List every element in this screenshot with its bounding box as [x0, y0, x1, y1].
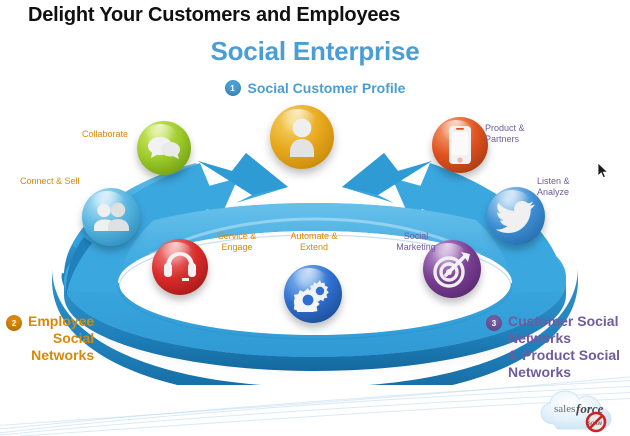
- customer-social-networks-text: Customer Social Networks & Product Socia…: [508, 313, 621, 380]
- social-enterprise-ring: [0, 95, 630, 385]
- mobile-phone-icon[interactable]: [432, 117, 488, 181]
- people-group-icon[interactable]: [82, 188, 140, 255]
- page-title: Delight Your Customers and Employees: [28, 4, 401, 26]
- employee-social-networks-text: Employee Social Networks: [28, 313, 95, 363]
- social-customer-profile-text: Social Customer Profile: [247, 80, 406, 96]
- label-product-and-partners: Product & Partners: [485, 123, 525, 144]
- badge-1: 1: [224, 80, 241, 96]
- person-profile-icon[interactable]: [270, 105, 334, 178]
- bottom-swoosh-decoration: [0, 376, 630, 436]
- no-software-badge: softw: [585, 411, 607, 433]
- label-automate-and-extend: Automate & Extend: [290, 231, 338, 252]
- salesforce-logo: sales force softw: [524, 386, 624, 434]
- arrow-left-overlay: [66, 153, 288, 303]
- gears-icon[interactable]: [284, 265, 342, 332]
- label-collaborate: Collaborate: [82, 129, 129, 139]
- mouse-cursor: [597, 162, 609, 179]
- salesforce-wordmark: sales: [554, 403, 575, 415]
- subtitle: Social Enterprise: [210, 36, 420, 66]
- label-service-and-engage: Service & Engage: [217, 231, 257, 252]
- label-connect-and-sell: Connect & Sell: [20, 176, 80, 186]
- label-listen-and-analyze: Listen & Analyze: [537, 176, 570, 197]
- label-social-marketing: Social Marketing: [396, 231, 436, 252]
- customer-social-networks-label: 3 Customer Social Networks & Product Soc…: [486, 313, 620, 381]
- social-customer-profile-label: 1 Social Customer Profile: [0, 80, 630, 96]
- employee-social-networks-label: 2 Employee Social Networks: [6, 313, 94, 364]
- headset-icon[interactable]: [152, 239, 208, 303]
- badge-2: 2: [6, 315, 22, 331]
- speech-bubbles-icon[interactable]: [137, 121, 191, 183]
- badge-3: 3: [486, 315, 502, 331]
